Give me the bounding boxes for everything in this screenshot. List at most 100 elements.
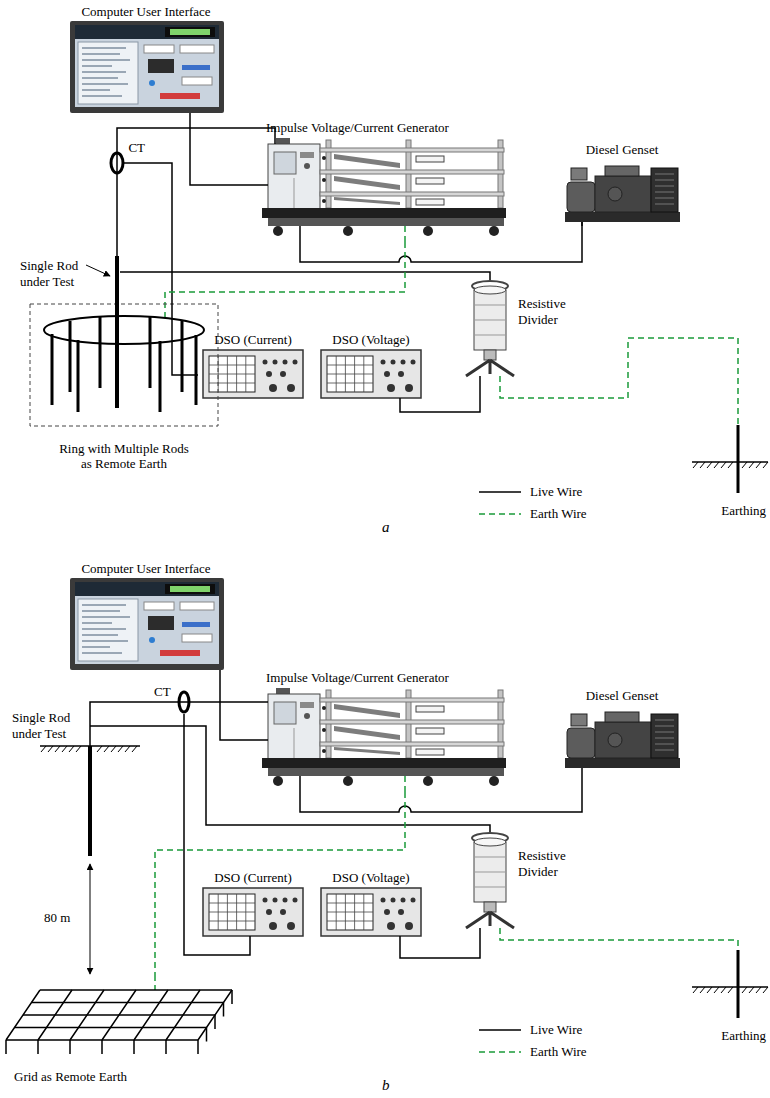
remote-earth-grid: Grid as Remote Earth: [4, 975, 240, 1087]
legend-swatch: [478, 1025, 522, 1035]
wire-stub: [260, 739, 268, 741]
earth-wire-stub: [404, 776, 406, 792]
panel-b-drawing: [6, 578, 768, 1054]
legend-swatch: [478, 1047, 522, 1057]
divider-drawing: [466, 281, 514, 376]
panel-letter: a: [382, 518, 390, 536]
node-label: DSO (Voltage): [332, 332, 409, 348]
legend-swatch: [478, 487, 522, 497]
legend-entry: Earth Wire: [478, 506, 587, 522]
wire-stub: [260, 128, 275, 144]
impulse-generator: Impulse Voltage/Current Generator: [260, 668, 508, 792]
impulse-generator-drawing: [262, 138, 506, 236]
genset-drawing: [565, 166, 680, 222]
ring-electrode: [70, 317, 182, 392]
live-wire: [300, 222, 582, 262]
legend-label: Live Wire: [530, 1022, 582, 1038]
remote-earth-outline: [30, 304, 218, 426]
test-rod-drawing: [115, 256, 119, 408]
live-wire: [94, 726, 490, 832]
panel-letter: b: [382, 1076, 390, 1094]
node-label: DSO (Current): [214, 870, 292, 886]
live-wire: [147, 163, 198, 375]
earthing-electrode: Earthing: [688, 425, 768, 521]
node-label: DSO (Current): [214, 332, 292, 348]
earth-wire: [165, 242, 405, 302]
impulse-generator-drawing: [262, 688, 506, 786]
test-rod-drawing: [88, 746, 92, 856]
live-wire: [190, 113, 260, 185]
monitor-drawing: [70, 21, 224, 113]
wire-stub: [90, 725, 94, 727]
node-label: Impulse Voltage/Current Generator: [266, 120, 449, 136]
remote-earth-ring: Ring with Multiple Rods as Remote Earth: [28, 302, 220, 474]
legend-entry: Earth Wire: [478, 1044, 587, 1060]
node-label: Computer User Interface: [81, 561, 210, 577]
legend-label: Earth Wire: [530, 1044, 587, 1060]
node-label: CT: [128, 140, 145, 156]
node-label: Single Rod under Test: [20, 258, 92, 289]
live-wire: [90, 702, 152, 708]
node-label: Diesel Genset: [586, 688, 659, 704]
live-wire: [220, 670, 260, 740]
earth-wire: [155, 792, 405, 975]
impulse-generator: Impulse Voltage/Current Generator: [260, 118, 508, 242]
node-label: DSO (Voltage): [332, 870, 409, 886]
live-wire: [400, 928, 480, 958]
oscilloscope-drawing: [203, 888, 303, 936]
oscilloscope: DSO (Current): [198, 330, 308, 398]
wire-stub: [90, 702, 300, 792]
ring-electrode: [44, 316, 204, 344]
node-label: Ring with Multiple Rods as Remote Earth: [57, 441, 192, 472]
ct-ring: [111, 153, 123, 173]
legend-line: [479, 513, 521, 515]
oscilloscope-drawing: [321, 888, 421, 936]
panel-a-drawing: [30, 21, 768, 493]
node-label: Earthing: [721, 503, 766, 519]
test-rod: Single Rod under Test: [18, 256, 120, 300]
live-wire: [400, 376, 480, 412]
node-label: Grid as Remote Earth: [14, 1069, 127, 1085]
oscilloscope: DSO (Voltage): [316, 330, 426, 398]
current-transformer: CT: [105, 138, 147, 174]
legend-line: [479, 491, 521, 493]
node-label: Earthing: [721, 1028, 766, 1044]
earth-electrode-drawing: [692, 425, 768, 493]
resistive-divider: Resistive Divider: [462, 280, 580, 376]
node-label: Diesel Genset: [586, 142, 659, 158]
ring-electrode: [52, 334, 196, 412]
live-wire: [120, 272, 490, 280]
node-label: Computer User Interface: [81, 4, 210, 20]
grid-electrode: [6, 990, 232, 1054]
node-label: Resistive Divider: [518, 296, 578, 327]
computer-interface: Computer User Interface: [66, 559, 226, 670]
oscilloscope-drawing: [321, 350, 421, 398]
node-label: Impulse Voltage/Current Generator: [266, 670, 449, 686]
node-label: Single Rod under Test: [12, 710, 84, 741]
computer-interface: Computer User Interface: [66, 2, 226, 113]
current-transformer: CT: [152, 682, 196, 714]
live-wire: [300, 768, 582, 812]
earth-wire-stub: [155, 776, 405, 990]
wire-stub: [116, 138, 118, 174]
grid-electrode: [6, 990, 232, 1040]
dimension-arrow: [90, 864, 91, 974]
wire-stub: [117, 128, 582, 242]
leader-arrow: [86, 265, 110, 276]
legend-entry: Live Wire: [478, 1022, 582, 1038]
ct-ring: [179, 692, 189, 712]
diesel-genset: Diesel Genset: [560, 140, 684, 222]
legend-line: [479, 1029, 521, 1031]
grid-electrode: [6, 990, 232, 1054]
divider-drawing: [466, 833, 514, 928]
oscilloscope: DSO (Current): [198, 868, 308, 936]
wire-stub: [89, 708, 91, 746]
genset-drawing: [565, 712, 680, 768]
live-wire: [117, 128, 260, 138]
